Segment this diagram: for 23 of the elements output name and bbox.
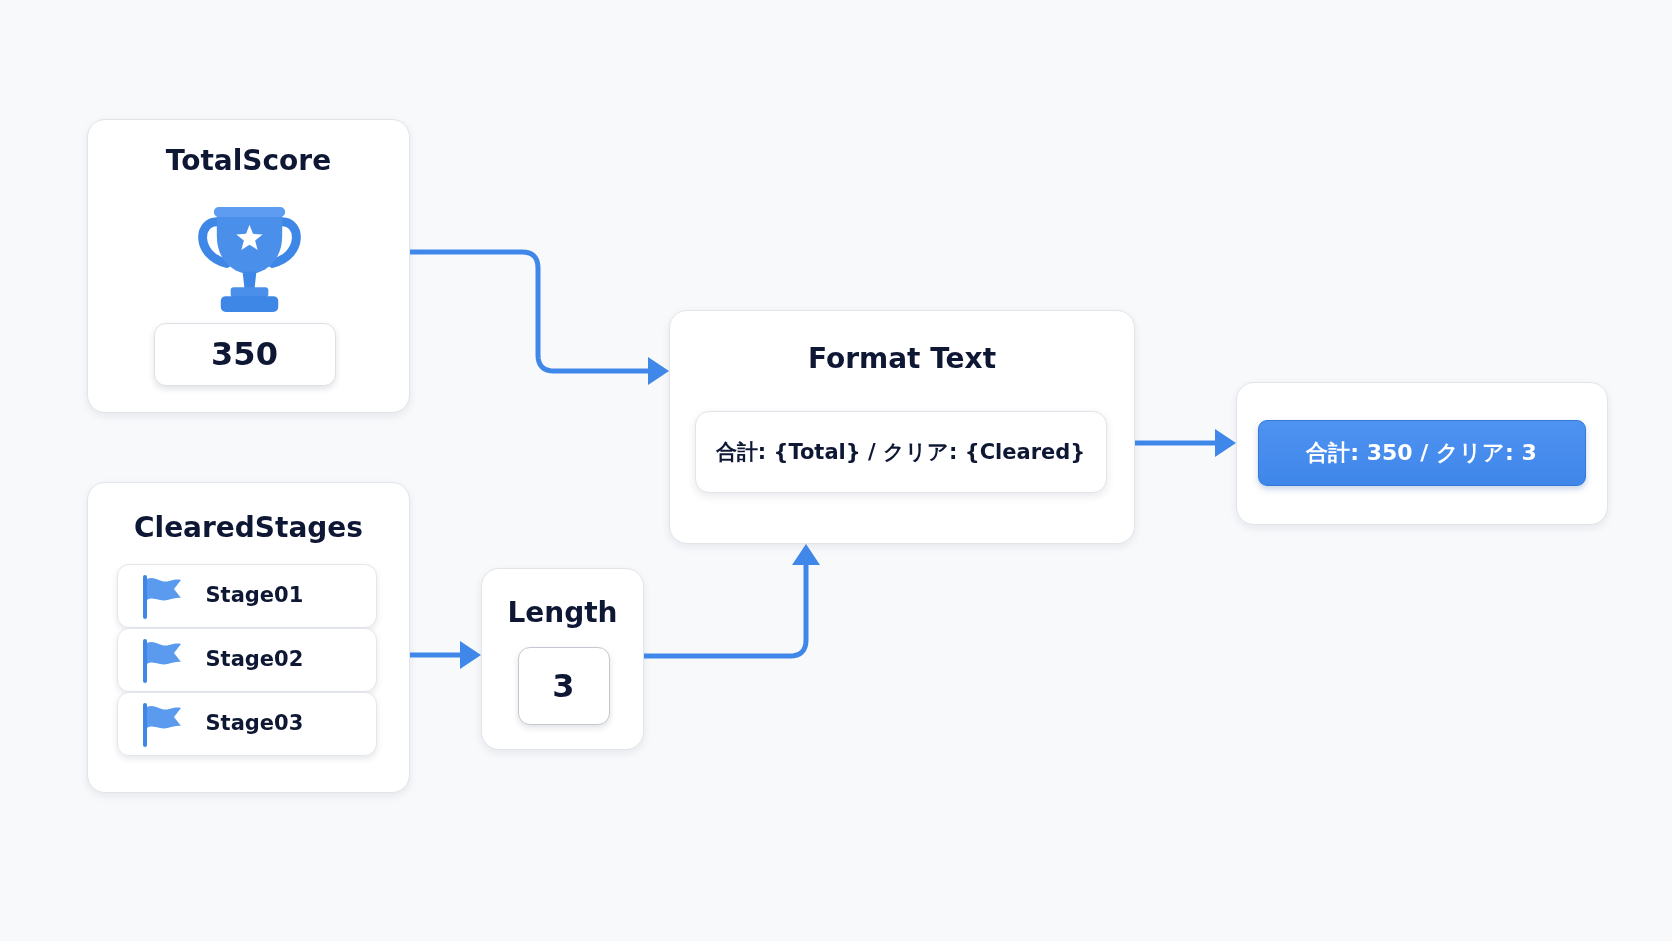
card-title: Format Text [807,342,997,376]
card-panel [87,482,410,793]
item-label: Stage01 [205,582,304,609]
item-label: Stage02 [205,646,304,673]
connector-arrow [644,544,820,659]
card-panel [1236,382,1608,525]
card-panel [669,310,1135,544]
card-title: Length [507,596,618,630]
connector-arrow [410,249,669,385]
list-row [116,563,377,628]
card-title: TotalScore [165,144,332,178]
value-field: 3 [517,646,610,725]
item-label: Stage03 [205,710,304,737]
card-panel [87,119,410,413]
list-row [116,627,377,692]
card-panel [481,568,644,750]
connector-arrow [1135,429,1236,457]
value-field: 350 [153,322,336,386]
list-row [116,691,377,756]
card-title: ClearedStages [134,511,363,545]
result-chip: 合計: 350 / クリア: 3 [1257,419,1586,486]
connector-arrow [410,641,481,669]
template-field: 合計: {Total} / クリア: {Cleared} [694,410,1107,493]
